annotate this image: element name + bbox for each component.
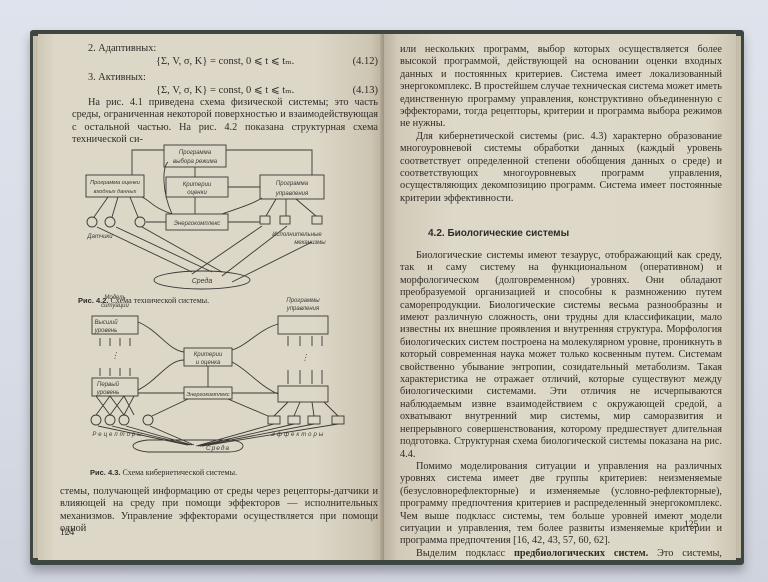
fig43-receptors-label: Рецепторы — [92, 432, 143, 438]
fig43-effectors-label: Эффекторы — [271, 432, 326, 438]
fig42-control-line1: Программа — [276, 181, 309, 187]
fig42-input-eval-line2: входных данных — [94, 189, 137, 195]
page-edges-right — [733, 36, 741, 558]
fig43-situation-model-line2: ситуации — [101, 303, 129, 309]
fig42-actuators-line1: Исполнительные — [272, 232, 322, 238]
right-paragraph-1: или нескольких программ, выбор которых о… — [400, 44, 722, 130]
right-paragraph-5-lead: Выделим подкласс — [416, 547, 514, 559]
right-paragraph-5-term: предбиологических систем. — [513, 547, 649, 559]
fig42-sensors-label: Датчики — [86, 234, 113, 240]
equations-block: 2. Адаптивных: {Σ, V, σ, K} = const, 0 ⩽… — [72, 42, 378, 147]
equation-4-13-formula: {Σ, V, σ, K} = const, 0 ⩽ t ⩽ tₘ. — [156, 85, 295, 96]
left-paragraph-2: стемы, получающей информацию от среды че… — [60, 486, 378, 535]
equation-4-13: {Σ, V, σ, K} = const, 0 ⩽ t ⩽ tₘ. (4.13) — [72, 84, 378, 97]
fig42-criteria-line2: оценки — [187, 190, 207, 196]
fig42-mode-program-line1: Программа — [179, 150, 212, 156]
figure-4-3-diagram: Модель ситуации Высший уровень ⋮ Первый … — [90, 295, 345, 453]
left-paragraph-2-block: стемы, получающей информацию от среды че… — [60, 486, 378, 536]
fig43-top-level-line1: Высший — [94, 319, 118, 326]
fig43-first-level-line2: уровень — [96, 390, 119, 396]
right-paragraph-2: Для кибернетической системы (рис. 4.3) х… — [400, 130, 722, 204]
figure-4-2-caption-text: Схема технической системы. — [110, 296, 210, 305]
equation-4-13-number: (4.13) — [352, 85, 378, 96]
item-active-label: 3. Активных: — [88, 72, 146, 83]
item-adaptive-label: 2. Адаптивных: — [88, 43, 157, 54]
right-top-block: или нескольких программ, выбор которых о… — [400, 44, 722, 205]
right-paragraph-4: Помимо моделирования ситуации и управлен… — [400, 460, 722, 547]
figure-4-3-caption-text: Схема кибернетической системы. — [122, 468, 237, 477]
equation-4-12: {Σ, V, σ, K} = const, 0 ⩽ t ⩽ tₘ. (4.12) — [72, 55, 378, 68]
right-paragraph-3: Биологические системы имеют тезаурус, от… — [400, 250, 722, 460]
fig43-control-programs-line2: управления — [286, 306, 320, 312]
figure-4-2-diagram: Программа выбора режима Программа оценки… — [85, 144, 326, 290]
fig42-energy-complex: Энергокомплекс — [174, 221, 220, 227]
fig42-criteria-line1: Критерии — [183, 182, 212, 188]
figure-4-2-caption: Рис. 4.2. Схема технической системы. — [78, 296, 209, 305]
right-body-block: Биологические системы имеют тезаурус, от… — [400, 250, 722, 560]
right-page-number: 125 — [684, 520, 699, 530]
figure-4-3-caption-label: Рис. 4.3. — [90, 468, 121, 477]
page-edges-left — [33, 36, 41, 558]
right-paragraph-5-rest: Это системы, обладающие способностью воз… — [657, 547, 722, 559]
fig43-first-level-line1: Первый — [97, 381, 120, 388]
figure-4-2-caption-label: Рис. 4.2. — [78, 296, 109, 305]
fig43-left-ellipsis: ⋮ — [111, 351, 119, 360]
left-page-number: 124 — [60, 528, 75, 538]
fig43-criteria-line1: Критерии — [194, 352, 223, 358]
fig43-criteria-line2: и оценка — [196, 360, 221, 366]
fig42-control-line2: управления — [275, 191, 309, 197]
fig42-actuators-line2: механизмы — [294, 240, 326, 246]
figure-4-3-caption: Рис. 4.3. Схема кибернетической системы. — [90, 468, 237, 477]
right-paragraph-5: Выделим подкласс предбиологических систе… — [400, 548, 722, 560]
left-page: 2. Адаптивных: {Σ, V, σ, K} = const, 0 ⩽… — [38, 34, 384, 560]
fig42-input-eval-line1: Программа оценки — [90, 180, 140, 186]
fig43-right-ellipsis: ⋮ — [301, 353, 309, 362]
fig43-top-level-line2: уровень — [94, 328, 117, 334]
fig43-environment-label: Среда — [206, 444, 230, 452]
fig42-mode-program-line2: выбора режима — [173, 159, 218, 165]
section-heading: 4.2. Биологические системы — [428, 228, 570, 239]
left-paragraph-1: На рис. 4.1 приведена схема физической с… — [72, 97, 378, 146]
equation-4-12-formula: {Σ, V, σ, K} = const, 0 ⩽ t ⩽ tₘ. — [156, 56, 295, 67]
fig43-control-programs-line1: Программы — [286, 298, 320, 304]
equation-4-12-number: (4.12) — [352, 56, 378, 67]
right-page: или нескольких программ, выбор которых о… — [384, 34, 736, 560]
fig43-energy-complex: Энергокомплекс — [186, 392, 229, 398]
fig43-situation-model-line1: Модель — [104, 295, 125, 301]
fig42-environment-label: Среда — [192, 277, 213, 285]
